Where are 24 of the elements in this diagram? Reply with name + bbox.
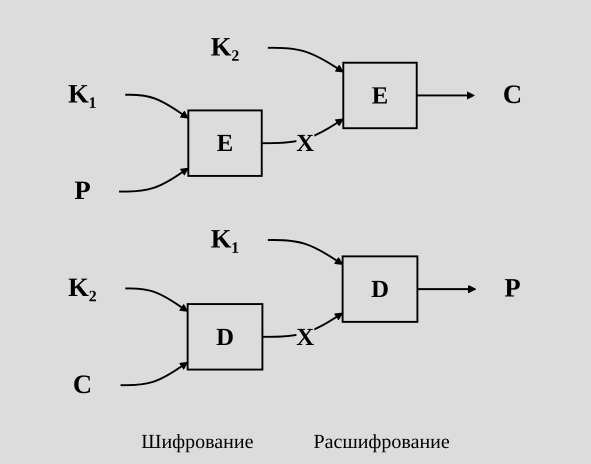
edge-label: X: [296, 129, 315, 157]
edge-label: X: [296, 323, 315, 351]
node-box: E: [188, 109, 264, 177]
node-box: D: [342, 255, 419, 323]
caption-text: Шифрование: [141, 431, 254, 454]
arrow: [126, 287, 188, 312]
node-text: K₁: [68, 80, 98, 109]
arrow: [268, 46, 344, 72]
node-text: P: [74, 176, 91, 206]
arrow: [126, 94, 190, 119]
node-text: C: [73, 370, 92, 400]
arrow: [120, 362, 188, 386]
node-box: E: [342, 62, 418, 130]
node-text: K₂: [68, 273, 98, 303]
arrow: [119, 168, 190, 193]
arrow: [417, 91, 476, 100]
node-text: P: [504, 274, 521, 304]
node-text: C: [503, 80, 522, 110]
arrow: [418, 284, 477, 294]
node-box: D: [187, 303, 264, 371]
node-text: K₂: [211, 32, 240, 62]
caption-text: Расшифрование: [313, 431, 450, 454]
node-text: K₁: [211, 224, 240, 254]
arrow: [268, 239, 344, 265]
